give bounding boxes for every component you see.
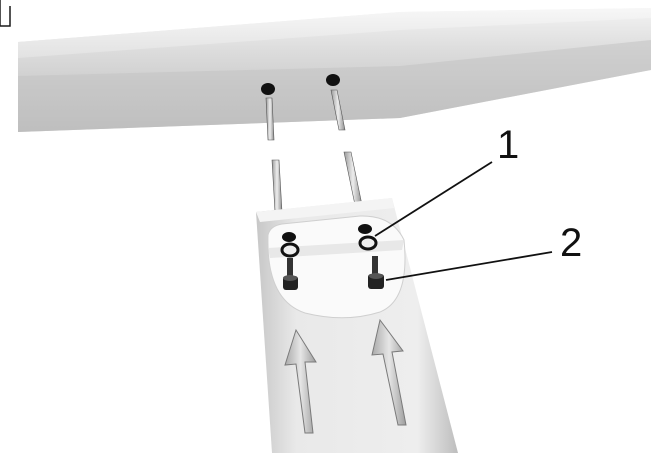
pin-upper-left (265, 97, 275, 141)
pin-lower-right (343, 151, 363, 206)
cross-rail (18, 8, 651, 132)
nut-right (358, 224, 372, 234)
rail-hole-left (261, 83, 275, 95)
washer-left (280, 242, 300, 258)
bolt-left (283, 258, 298, 290)
callout-2-label: 2 (560, 221, 582, 265)
corner-fragment (0, 0, 11, 27)
arrow-up-right (371, 318, 407, 426)
pin-lower-left (271, 159, 283, 213)
nut-left (282, 232, 296, 242)
rail-hole-right (326, 74, 340, 86)
callout-1-label: 1 (497, 123, 519, 167)
callout-2-leader (385, 251, 553, 281)
callout-1-leader (374, 161, 493, 237)
pin-upper-right (330, 89, 346, 131)
washer-right (358, 235, 378, 251)
arrow-up-left (284, 328, 317, 434)
bolt-right (368, 256, 384, 289)
